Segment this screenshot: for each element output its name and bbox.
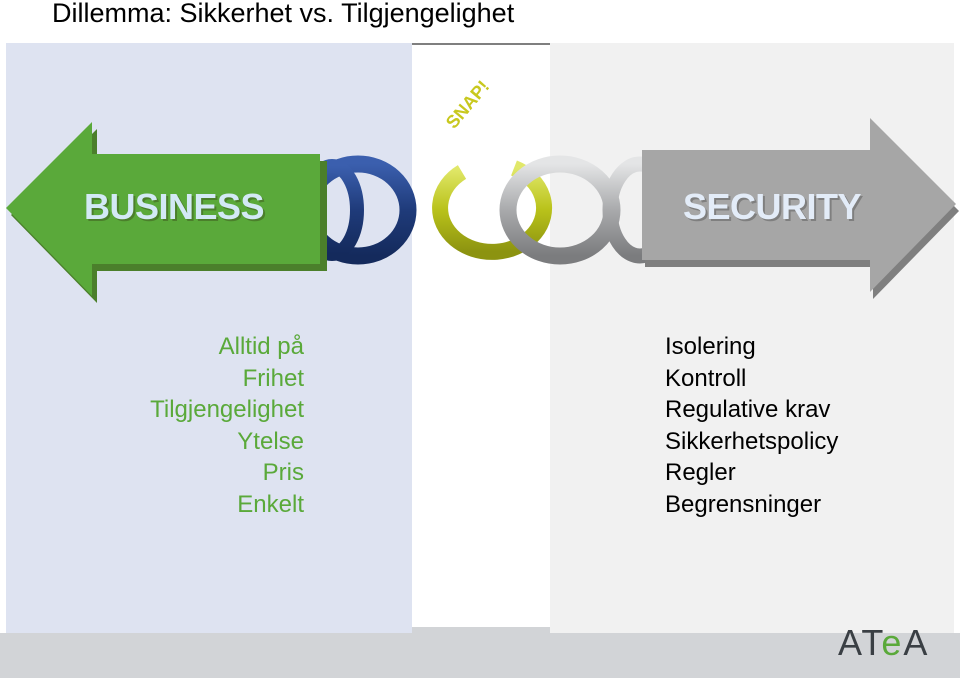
list-item: Pris: [262, 459, 304, 486]
list-item: Tilgjengelighet: [150, 396, 304, 423]
list-item: Regulative krav: [665, 396, 831, 423]
list-item: Enkelt: [237, 490, 304, 518]
slide-title: Dillemma: Sikkerhet vs. Tilgjengelighet: [52, 0, 515, 28]
list-item: Isolering: [665, 333, 756, 360]
business-arrow: [6, 122, 327, 303]
footer-bar: [0, 633, 960, 678]
logo-part-2: e: [881, 622, 904, 663]
security-list: Isolering Kontroll Regulative krav Sikke…: [665, 331, 955, 520]
business-list: Alltid på Frihet Tilgjengelighet Ytelse …: [100, 331, 304, 520]
list-item: Kontroll: [665, 364, 747, 392]
list-item: Ytelse: [237, 427, 304, 455]
yellow-link-open: [432, 160, 553, 260]
company-logo: ATeA: [838, 622, 929, 664]
security-arrow-label: SECURITY: [683, 186, 862, 227]
silver-link-1: [499, 155, 621, 265]
list-item: Sikkerhetspolicy: [665, 427, 839, 455]
divider-line: [412, 43, 550, 45]
yellow-broken-link: [432, 160, 553, 260]
list-item: Frihet: [242, 364, 304, 392]
logo-part-3: A: [903, 622, 930, 663]
footer-bar-middle: [412, 627, 550, 635]
list-item: Begrensninger: [665, 490, 822, 518]
logo-part-1: AT: [838, 622, 882, 663]
security-arrow: [642, 118, 959, 299]
business-arrow-label: BUSINESS: [84, 186, 265, 227]
list-item: Regler: [665, 459, 736, 486]
list-item: Alltid på: [218, 333, 304, 360]
